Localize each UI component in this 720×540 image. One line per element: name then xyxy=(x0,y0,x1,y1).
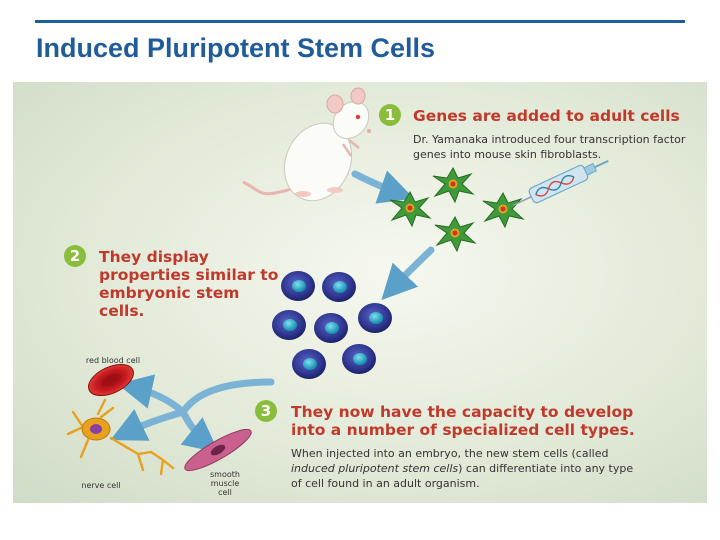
step-1-title: Genes are added to adult cells xyxy=(413,107,680,125)
stem-cell-cluster xyxy=(272,271,392,379)
nerve-cell-icon xyxy=(66,398,175,476)
step-1-description: Dr. Yamanaka introduced four transcripti… xyxy=(413,133,686,161)
fibroblast-cluster xyxy=(389,166,525,253)
arrow-2 xyxy=(381,246,435,301)
step-2-title: They display properties similar to embry… xyxy=(99,248,279,320)
red-blood-cell-icon xyxy=(88,363,134,397)
step-3-description-after: ) can differentiate into any type of cel… xyxy=(291,462,634,490)
step-3-description: When injected into an embryo, the new st… xyxy=(291,446,641,491)
diagram-illustration xyxy=(66,87,609,476)
smooth-muscle-cell-icon xyxy=(184,428,252,472)
step-3-description-before: When injected into an embryo, the new st… xyxy=(291,447,609,460)
arrow-1 xyxy=(351,170,415,204)
arrow-3 xyxy=(110,374,275,453)
smooth-muscle-cell-label: smooth muscle cell xyxy=(210,470,240,497)
diagram-panel: 1 Genes are added to adult cells Dr. Yam… xyxy=(13,82,707,503)
step-1-badge: 1 xyxy=(379,104,401,126)
title-rule xyxy=(35,20,685,23)
mouse-illustration xyxy=(242,87,371,202)
slide-title: Induced Pluripotent Stem Cells xyxy=(36,33,436,63)
nerve-cell-label: nerve cell xyxy=(81,481,121,490)
step-2-badge: 2 xyxy=(64,245,86,267)
step-3-title: They now have the capacity to develop in… xyxy=(291,403,635,439)
step-3-description-em: induced pluripotent stem cells xyxy=(291,462,459,475)
step-3-badge: 3 xyxy=(255,400,277,422)
syringe-icon xyxy=(512,159,609,206)
red-blood-cell-label: red blood cell xyxy=(85,356,141,365)
